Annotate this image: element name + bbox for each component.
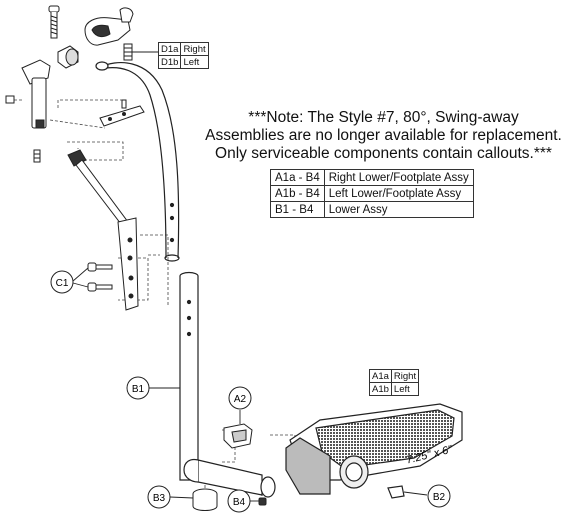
assy-code: B1 - B4 (270, 201, 325, 218)
d1-side: Right (180, 42, 209, 56)
assy-desc: Right Lower/Footplate Assy (323, 169, 474, 186)
table-row: A1b - B4 Left Lower/Footplate Assy (270, 185, 474, 202)
lower-tube (179, 271, 276, 498)
receiver-post (5, 59, 51, 163)
assy-desc: Left Lower/Footplate Assy (323, 185, 474, 202)
replacement-note: ***Note: The Style #7, 80°, Swing-away A… (186, 109, 577, 163)
note-line-3: Only serviceable components contain call… (215, 145, 552, 162)
table-row: A1b Left (369, 382, 420, 396)
hanger-bracket (99, 99, 145, 127)
assembly-table: A1a - B4 Right Lower/Footplate Assy A1b … (270, 169, 474, 218)
cap-b3 (192, 488, 218, 511)
a1-side: Right (390, 369, 420, 383)
callout-b1: B1 (126, 376, 150, 400)
a1-code: A1a (369, 369, 392, 383)
d1-side: Left (180, 55, 209, 69)
svg-text:B2: B2 (433, 492, 446, 503)
table-row: A1a Right (369, 369, 420, 383)
clip-a2 (223, 423, 253, 449)
d1-code: D1a (157, 42, 182, 56)
footplate (285, 403, 463, 499)
callout-b3: B3 (147, 485, 171, 509)
assy-desc: Lower Assy (323, 201, 474, 218)
plug-cap (57, 45, 79, 69)
d1-callout-table: D1a Right D1b Left (157, 42, 209, 69)
table-row: D1a Right (157, 42, 209, 56)
callout-a2: A2 (228, 386, 252, 410)
callout-b4: B4 (227, 489, 251, 513)
svg-text:B1: B1 (132, 384, 145, 395)
latch-part (84, 7, 134, 61)
svg-text:B4: B4 (233, 497, 246, 508)
a1-side: Left (390, 382, 420, 396)
hanger-tube (95, 61, 180, 262)
callout-leaders (72, 51, 428, 502)
assy-code: A1b - B4 (270, 185, 325, 202)
screw-b4 (258, 497, 267, 506)
note-line-1: ***Note: The Style #7, 80°, Swing-away (248, 109, 519, 126)
callout-c1: C1 (50, 270, 74, 294)
svg-text:A2: A2 (234, 394, 247, 405)
svg-text:C1: C1 (56, 278, 69, 289)
svg-text:B3: B3 (153, 493, 166, 504)
assy-code: A1a - B4 (270, 169, 325, 186)
table-row: D1b Left (157, 55, 209, 69)
d1-code: D1b (157, 55, 182, 69)
calf-arm (67, 149, 139, 311)
bolt-top (48, 5, 60, 39)
table-row: B1 - B4 Lower Assy (270, 201, 474, 218)
note-line-2: Assemblies are no longer available for r… (205, 127, 562, 144)
a1-callout-table: A1a Right A1b Left (369, 369, 420, 396)
a1-code: A1b (369, 382, 392, 396)
table-row: A1a - B4 Right Lower/Footplate Assy (270, 169, 474, 186)
callout-b2: B2 (427, 484, 451, 508)
screws-c1 (87, 262, 113, 292)
